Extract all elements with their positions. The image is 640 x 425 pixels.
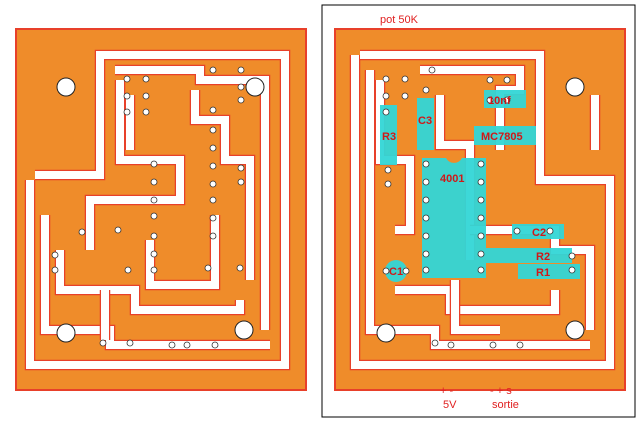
label-10nf: 10nf [488,95,511,107]
r2-body [480,248,572,263]
right-pads [382,66,576,349]
output-name-label: sortie [492,399,519,411]
label-ic-4001: 4001 [440,173,464,185]
regulator-body [474,126,536,145]
output-pins-label: - + s [490,385,512,397]
supply-pins-label: + - [440,385,453,397]
mounting-hole [56,323,76,343]
supply-name-label: 5V [443,399,457,411]
label-regulator: MC7805 [481,131,523,143]
left-traces [24,49,291,371]
left-pads [51,66,245,349]
label-r3: R3 [382,131,396,143]
mounting-hole [565,77,585,97]
mounting-hole [245,77,265,97]
c2-body [512,224,564,239]
label-r1: R1 [536,267,550,279]
r3-body [380,105,397,165]
mounting-hole [376,323,396,343]
ic-4001-body [422,158,486,278]
right-board: R3 C3 10nf MC7805 4001 C2 R2 R1 C1 [334,28,626,391]
label-c2: C2 [532,227,546,239]
pot-label: pot 50K [380,14,419,26]
r1-body [518,264,580,279]
mounting-hole [56,77,76,97]
label-c3: C3 [418,115,432,127]
mounting-hole [234,320,254,340]
c3-body [417,98,434,150]
mounting-hole [565,320,585,340]
c1-body [385,260,407,282]
left-board [15,28,307,391]
label-c1: C1 [389,266,403,278]
label-r2: R2 [536,251,550,263]
component-silkscreen [380,90,580,282]
